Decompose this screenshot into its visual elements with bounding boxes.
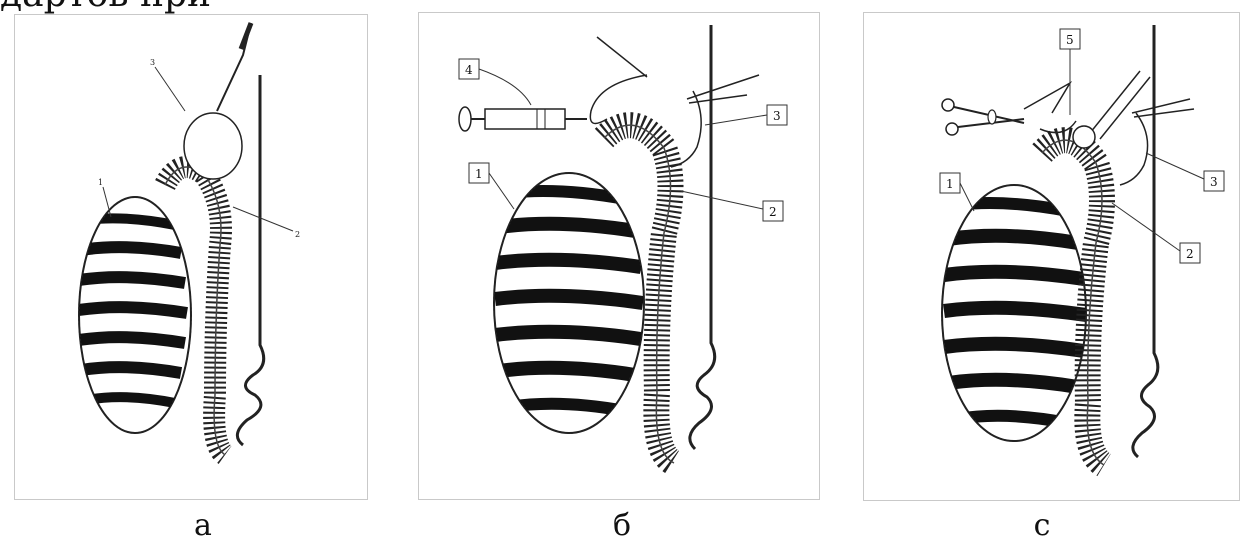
label-2: 2 [295,230,300,239]
leader-1 [960,183,974,211]
panel-a: 3 1 2 [14,14,368,500]
leader-4 [479,69,531,105]
leader-1 [489,173,514,209]
panel-a-illustration: 3 1 2 [15,15,367,499]
testis-drawing [494,173,644,433]
vas-deferens [237,75,263,445]
panel-b-caption: б [592,508,652,543]
panel-c: 5 1 2 3 [863,12,1240,501]
label-3: 3 [773,109,781,123]
vas-deferens [1133,25,1158,457]
label-4: 4 [465,63,473,77]
label-3: 3 [150,58,155,67]
label-1: 1 [475,167,483,181]
scissors-icon [942,99,1024,135]
panel-b-illustration: 4 1 2 3 [419,13,819,499]
label-1: 1 [946,177,954,191]
label-2: 2 [1186,247,1194,261]
testis-drawing [79,197,191,433]
testis-drawing [942,185,1086,441]
panel-a-caption: а [173,508,233,543]
label-5: 5 [1066,33,1074,47]
panel-c-caption: с [1012,508,1072,543]
leader-2 [681,191,763,209]
label-1: 1 [98,178,103,187]
ligature-ball [1073,126,1095,148]
leader-2 [1112,203,1180,251]
scalpel-icon [217,23,251,111]
leader-2 [233,207,293,231]
syringe-icon [459,107,587,131]
leader-3 [705,115,767,125]
cyst [184,113,242,179]
leader-3 [155,67,185,111]
panel-b: 4 1 2 3 [418,12,820,500]
panel-c-illustration: 5 1 2 3 [864,13,1239,500]
vas-deferens [690,25,715,449]
label-3: 3 [1210,175,1218,189]
label-2: 2 [769,205,777,219]
